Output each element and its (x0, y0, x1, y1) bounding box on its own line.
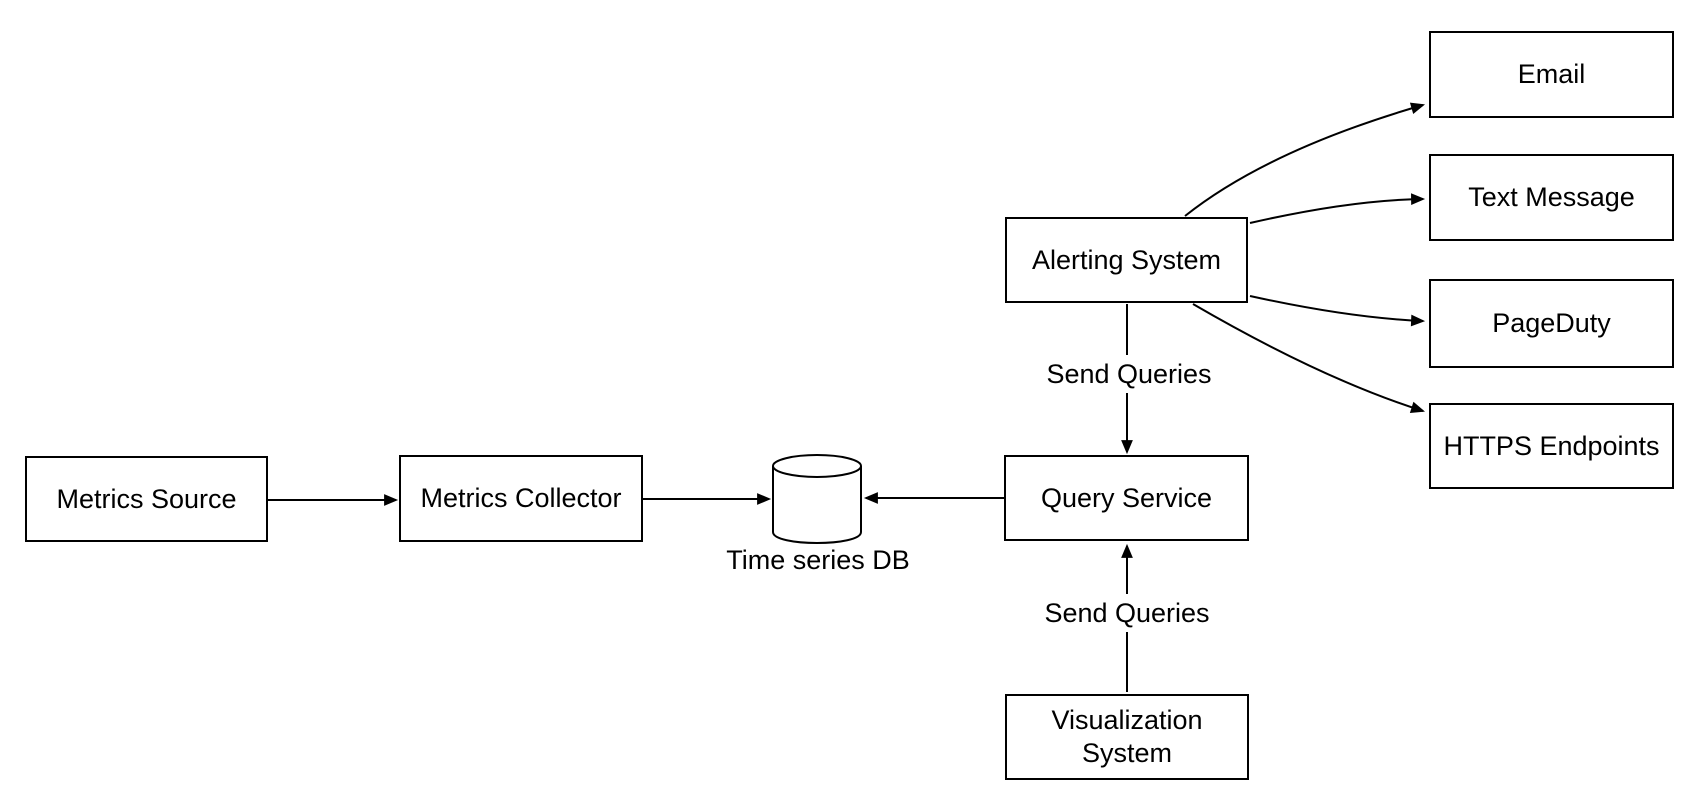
node-visualization-system: Visualization System (1005, 694, 1249, 780)
node-text-message: Text Message (1429, 154, 1674, 241)
node-pageduty: PageDuty (1429, 279, 1674, 368)
node-query-service-label: Query Service (1040, 482, 1213, 513)
node-alerting-system-label: Alerting System (1031, 244, 1222, 275)
node-text-message-label: Text Message (1468, 182, 1635, 212)
node-query-service: Query Service (1004, 455, 1249, 541)
node-https-endpoints-label: HTTPS Endpoints (1443, 430, 1660, 461)
time-series-db-label: Time series DB (726, 545, 910, 575)
node-metrics-source: Metrics Source (25, 456, 268, 542)
edge-label-send-queries-visualization: Send Queries (1036, 594, 1218, 632)
node-email-label: Email (1517, 59, 1586, 89)
node-metrics-collector: Metrics Collector (399, 455, 643, 542)
edge-label-send-queries-alerting: Send Queries (1038, 355, 1220, 393)
node-metrics-collector-label: Metrics Collector (420, 483, 622, 513)
edge-alerting-to-pageduty (1249, 295, 1426, 327)
node-pageduty-label: PageDuty (1492, 308, 1611, 338)
node-metrics-source-label: Metrics Source (56, 483, 237, 514)
node-email: Email (1429, 31, 1674, 118)
node-visualization-system-label: Visualization System (1051, 705, 1203, 768)
edge-alerting-to-email (1184, 102, 1426, 217)
edge-alerting-to-text-message (1249, 193, 1426, 224)
edge-alerting-to-https-endpoints (1192, 303, 1426, 414)
node-https-endpoints: HTTPS Endpoints (1429, 403, 1674, 489)
time-series-db-cylinder-icon (772, 454, 862, 544)
node-alerting-system: Alerting System (1005, 217, 1248, 303)
